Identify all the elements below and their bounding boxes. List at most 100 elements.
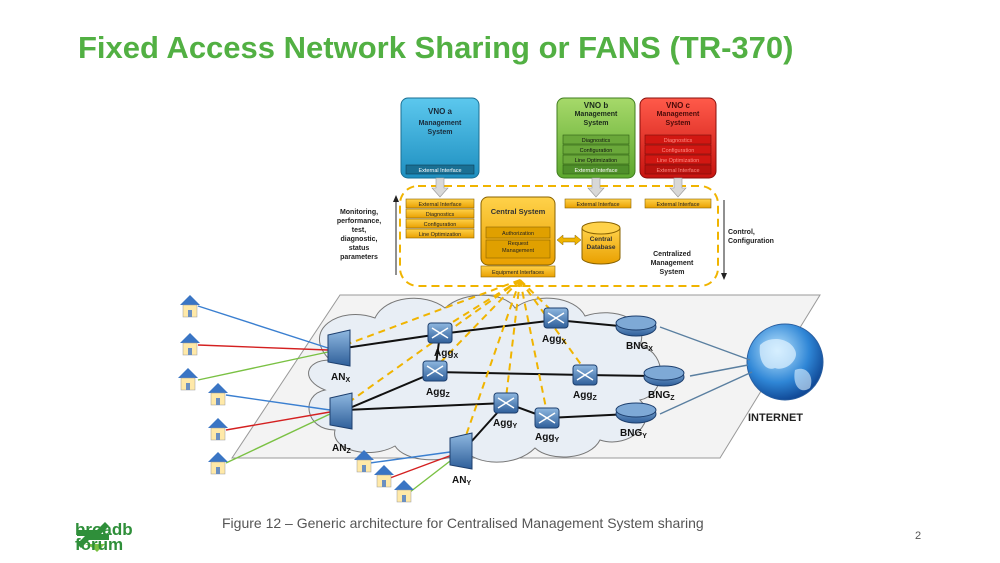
page-number: 2 bbox=[915, 530, 922, 542]
access-node-y: ANY bbox=[449, 432, 473, 487]
figure-caption: Figure 12 – Generic architecture for Cen… bbox=[222, 515, 704, 531]
logo-text: broadb forum bbox=[75, 520, 133, 554]
house-icon bbox=[180, 295, 200, 318]
vno-b-subtitle: Management System bbox=[574, 111, 618, 127]
central-database-icon bbox=[581, 221, 621, 265]
access-nodes: ANX ANZ ANY bbox=[327, 329, 473, 487]
agg-switch-x1: AggX bbox=[427, 322, 458, 360]
svg-text:BNGZ: BNGZ bbox=[648, 390, 675, 402]
agg-y1-name: Agg bbox=[493, 418, 512, 429]
vno-a-subtitle: Management System bbox=[418, 120, 462, 136]
svg-text:AggX: AggX bbox=[434, 348, 458, 360]
vno-a-box: VNO a Management System External Interfa… bbox=[400, 97, 480, 179]
central-database-label: Central Database bbox=[586, 236, 616, 251]
bng-x-name: BNG bbox=[626, 341, 648, 352]
logo-text-line-1: broadb bbox=[75, 520, 133, 539]
agg-x2-sub: X bbox=[561, 339, 566, 346]
cms-container bbox=[399, 185, 719, 287]
bng-y-sub: Y bbox=[642, 433, 647, 440]
management-links bbox=[344, 279, 586, 448]
bng-x-sub: X bbox=[648, 346, 653, 353]
agg-x1-sub: X bbox=[453, 353, 458, 360]
central-equipment: Equipment Interfaces bbox=[492, 270, 544, 276]
central-ext-b: External Interface bbox=[576, 202, 619, 208]
vno-c-item-0: Diagnostics bbox=[664, 138, 693, 144]
broadband-forum-logo-icon bbox=[77, 522, 109, 552]
central-system-item-0: Authorization bbox=[502, 231, 534, 237]
bng-routers: BNGX BNGZ BNGY bbox=[615, 315, 685, 440]
central-left-item-2: Configuration bbox=[424, 222, 457, 228]
central-left-stack: External Interface Diagnostics Configura… bbox=[405, 198, 475, 239]
svg-text:AggZ: AggZ bbox=[573, 390, 597, 402]
vno-b-box: VNO b Management System Diagnostics Conf… bbox=[556, 97, 636, 179]
house-icon bbox=[394, 480, 414, 503]
internet-label: INTERNET bbox=[748, 412, 803, 424]
svg-text:AggY: AggY bbox=[493, 418, 517, 430]
internet-globe-icon bbox=[746, 323, 824, 401]
access-node-x: ANX bbox=[327, 329, 351, 384]
agg-x1-name: Agg bbox=[434, 348, 453, 359]
bng-router-x: BNGX bbox=[615, 315, 657, 353]
bng-y-name: BNG bbox=[620, 428, 642, 439]
house-icon bbox=[208, 383, 228, 406]
agg-z2-name: Agg bbox=[573, 390, 592, 401]
house-icon bbox=[208, 452, 228, 475]
central-system-title: Central System bbox=[491, 207, 546, 216]
agg-z2-sub: Z bbox=[592, 395, 597, 402]
vno-b-item-3: External Interface bbox=[574, 168, 617, 174]
access-node-z: ANZ bbox=[329, 392, 353, 455]
an-y-sub: Y bbox=[466, 480, 471, 487]
house-icon bbox=[178, 368, 198, 391]
vno-b-item-2: Line Optimization bbox=[575, 158, 618, 164]
agg-y2-name: Agg bbox=[535, 432, 554, 443]
agg-z1-name: Agg bbox=[426, 387, 445, 398]
an-x-sub: X bbox=[345, 377, 350, 384]
agg-y2-sub: Y bbox=[554, 437, 559, 444]
an-y-name: AN bbox=[452, 475, 466, 486]
agg-switch-y1: AggY bbox=[493, 392, 519, 430]
vno-c-item-3: External Interface bbox=[656, 168, 699, 174]
an-z-sub: Z bbox=[346, 448, 351, 455]
central-ext-c: External Interface bbox=[656, 202, 699, 208]
network-cloud bbox=[308, 294, 662, 463]
bng-z-sub: Z bbox=[670, 395, 675, 402]
aggregation-switches: AggX AggX AggZ AggZ AggY AggY bbox=[422, 307, 598, 444]
logo-text-line-2: forum bbox=[75, 535, 124, 554]
house-icon bbox=[374, 465, 394, 488]
an-x-name: AN bbox=[331, 372, 345, 383]
agg-y1-sub: Y bbox=[512, 423, 517, 430]
house-icon bbox=[208, 418, 228, 441]
svg-text:BNGX: BNGX bbox=[626, 341, 653, 353]
central-system-item-1: Request Management bbox=[501, 241, 535, 254]
house-icon bbox=[354, 450, 374, 473]
cms-label: Centralized Management System bbox=[650, 251, 694, 276]
agg-switch-x2: AggX bbox=[542, 307, 569, 346]
svg-text:ANX: ANX bbox=[331, 372, 350, 384]
bng-router-z: BNGZ bbox=[643, 365, 685, 402]
svg-text:AggY: AggY bbox=[535, 432, 559, 444]
down-arrow-icon bbox=[721, 200, 727, 280]
subscriber-houses bbox=[178, 295, 414, 503]
house-icon bbox=[180, 333, 200, 356]
bng-router-y: BNGY bbox=[615, 402, 657, 440]
vno-c-box: VNO c Management System Diagnostics Conf… bbox=[639, 97, 717, 179]
db-link-arrow bbox=[556, 234, 582, 246]
control-note: Control, Configuration bbox=[728, 229, 774, 245]
vno-b-item-1: Configuration bbox=[580, 148, 613, 154]
vno-b-item-0: Diagnostics bbox=[582, 138, 611, 144]
svg-text:AggX: AggX bbox=[542, 334, 566, 346]
agg-z1-sub: Z bbox=[445, 392, 450, 399]
bng-z-name: BNG bbox=[648, 390, 670, 401]
central-left-item-1: Diagnostics bbox=[426, 212, 455, 218]
subscriber-lines bbox=[197, 305, 455, 493]
vno-a-title: VNO a bbox=[428, 107, 453, 116]
svg-text:ANY: ANY bbox=[452, 475, 471, 487]
vno-a-ext: External Interface bbox=[418, 168, 461, 174]
vno-c-item-1: Configuration bbox=[662, 148, 695, 154]
vno-c-subtitle: Management System bbox=[656, 111, 700, 127]
vno-b-title: VNO b bbox=[584, 101, 609, 110]
up-arrow-icon bbox=[393, 195, 399, 275]
central-left-item-3: Line Optimization bbox=[419, 232, 462, 238]
vno-c-title: VNO c bbox=[666, 101, 691, 110]
